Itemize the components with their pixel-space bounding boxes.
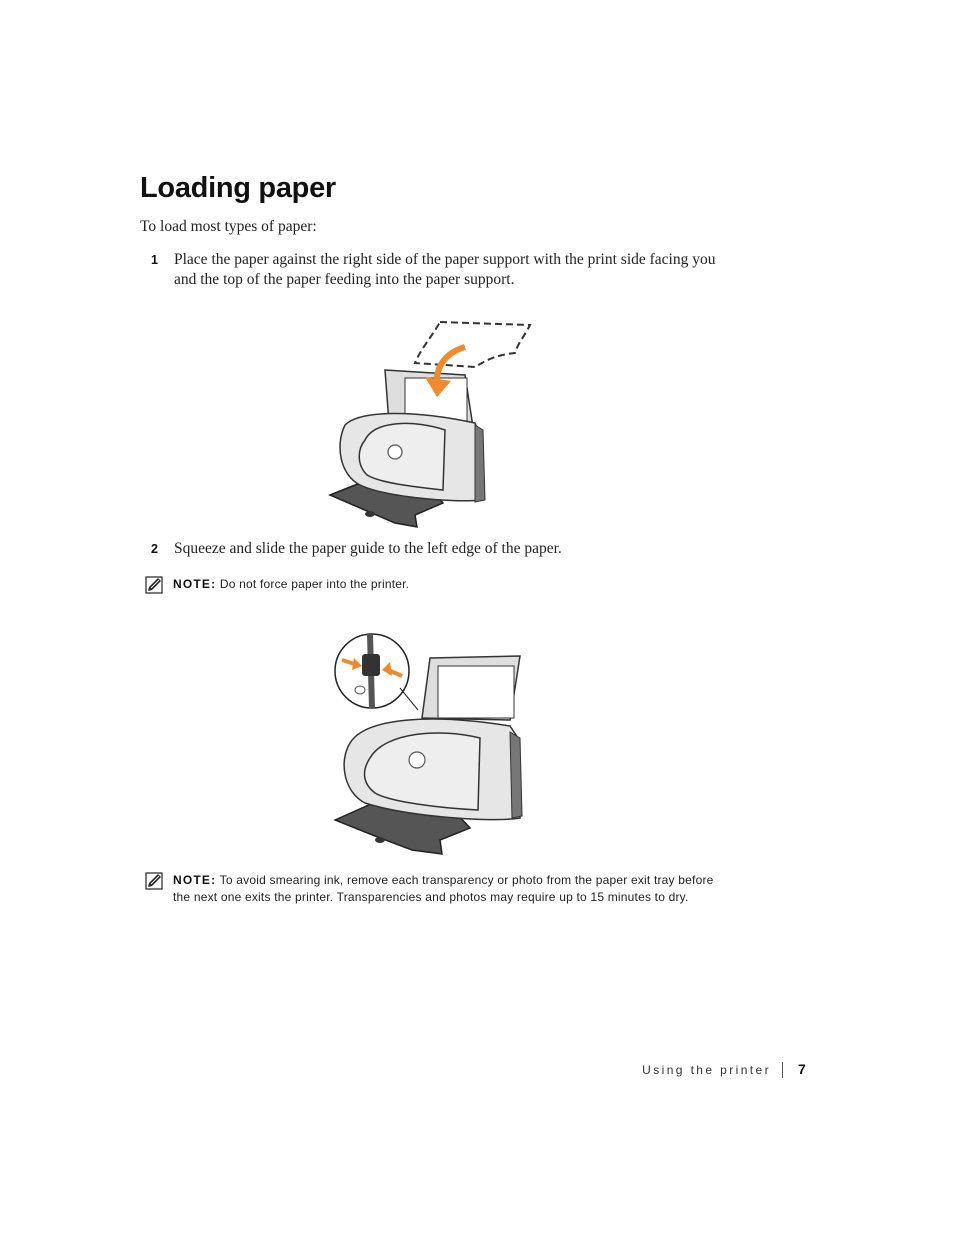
note-2-text: To avoid smearing ink, remove each trans… [173,873,714,904]
footer-section-title: Using the printer [642,1063,771,1077]
note-2-label: NOTE: [173,873,217,887]
step-1-text: Place the paper against the right side o… [174,251,716,288]
note-1-label: NOTE: [173,577,217,591]
paper-guide-illustration [333,633,523,855]
page-title: Loading paper [140,172,336,204]
step-2-text: Squeeze and slide the paper guide to the… [174,540,562,557]
note-pencil-icon [145,576,163,594]
note-1: NOTE: Do not force paper into the printe… [173,576,718,593]
footer-divider [782,1062,783,1078]
intro-text: To load most types of paper: [140,218,317,235]
page-number: 7 [798,1061,806,1077]
note-1-text: Do not force paper into the printer. [219,577,410,591]
note-pencil-icon [145,872,163,890]
note-2: NOTE: To avoid smearing ink, remove each… [173,872,718,906]
step-2-number: 2 [151,542,158,556]
printer-loading-paper-illustration [328,320,532,528]
step-1-number: 1 [151,253,158,267]
